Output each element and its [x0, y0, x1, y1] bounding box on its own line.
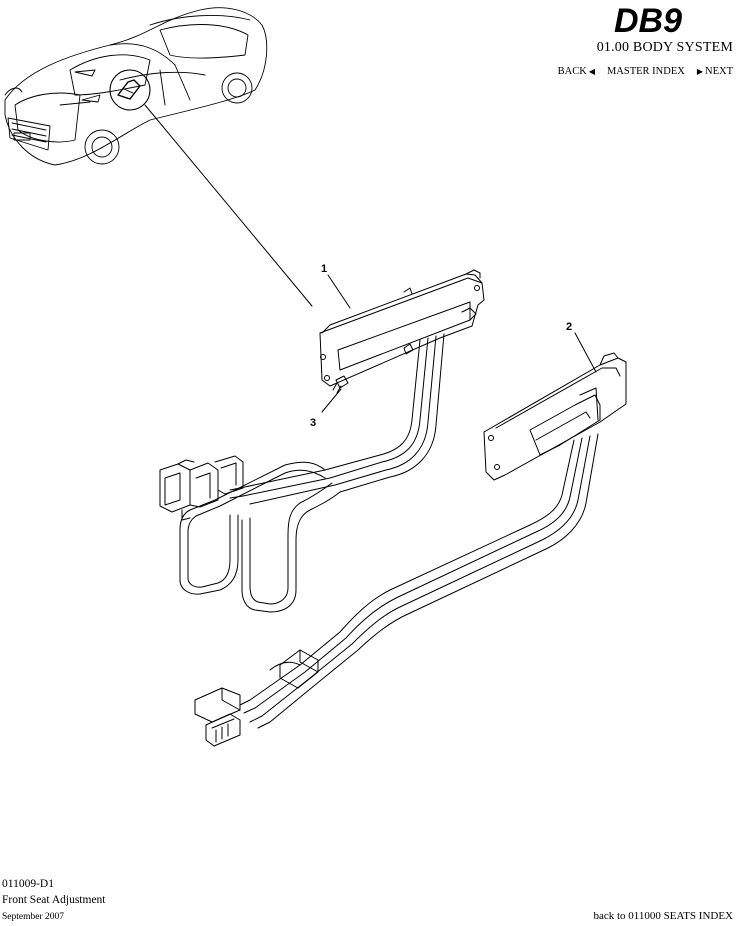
callout-3-leader	[321, 388, 342, 413]
car-illustration	[4, 7, 268, 166]
callout-3: 3	[310, 417, 316, 429]
callout-2: 2	[566, 321, 572, 333]
harness-2	[239, 433, 599, 729]
back-arrow-icon[interactable]: ◀	[586, 67, 595, 76]
diagram-code: 011009-D1	[2, 878, 54, 890]
next-link[interactable]: NEXT	[705, 66, 733, 77]
connectors-2	[194, 649, 319, 747]
part-2-switch	[483, 352, 627, 481]
callout-1-leader	[327, 274, 351, 309]
nav-bar: BACK ◀ MASTER INDEX ▶ NEXT	[558, 66, 733, 77]
back-link[interactable]: BACK	[557, 66, 587, 77]
part-1-switch	[319, 269, 485, 387]
exploded-diagram: 1 2 3	[4, 7, 627, 747]
system-title: 01.00 BODY SYSTEM	[596, 40, 733, 55]
master-index-link[interactable]: MASTER INDEX	[606, 66, 685, 77]
leader-line	[144, 104, 313, 307]
svg-text:DB9: DB9	[614, 2, 682, 40]
seats-index-link[interactable]: back to 011000 SEATS INDEX	[593, 910, 733, 922]
diagram-title: Front Seat Adjustment	[2, 894, 106, 906]
part-3-screw	[332, 375, 349, 394]
next-arrow-icon[interactable]: ▶	[696, 67, 705, 76]
callout-2-leader	[574, 332, 597, 373]
connectors-1	[159, 455, 244, 521]
harness-1	[179, 333, 445, 613]
diagram-date: September 2007	[2, 912, 65, 922]
callout-1: 1	[321, 263, 327, 275]
db9-logo: DB9	[614, 2, 682, 40]
